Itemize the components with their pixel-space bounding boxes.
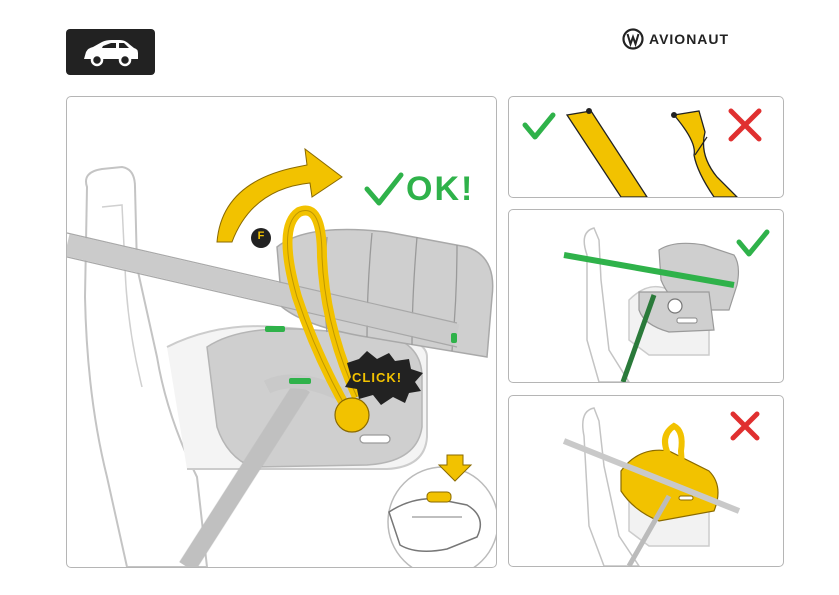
belt-flat-vs-twisted-illustration [509, 97, 783, 197]
click-label: CLICK! [352, 370, 402, 385]
check-icon [525, 115, 553, 137]
main-illustration-panel: F OK! CLICK! [66, 96, 497, 568]
cross-icon [733, 414, 757, 438]
check-icon [739, 232, 767, 254]
correct-belt-routing-illustration [509, 210, 783, 382]
main-illustration [67, 97, 496, 567]
cross-icon [731, 111, 759, 139]
check-icon [367, 175, 401, 203]
brand-name: AVIONAUT [649, 31, 729, 47]
car-badge [66, 29, 155, 75]
incorrect-belt-routing-illustration [509, 396, 783, 566]
avionaut-logo-icon [622, 28, 644, 50]
incorrect-belt-routing-panel [508, 395, 784, 567]
ok-label: OK! [406, 170, 474, 209]
brand-logo: AVIONAUT [622, 28, 729, 50]
correct-belt-routing-panel [508, 209, 784, 383]
belt-flat-vs-twisted-panel [508, 96, 784, 198]
f-marker-label: F [253, 230, 269, 242]
car-icon [66, 29, 155, 75]
